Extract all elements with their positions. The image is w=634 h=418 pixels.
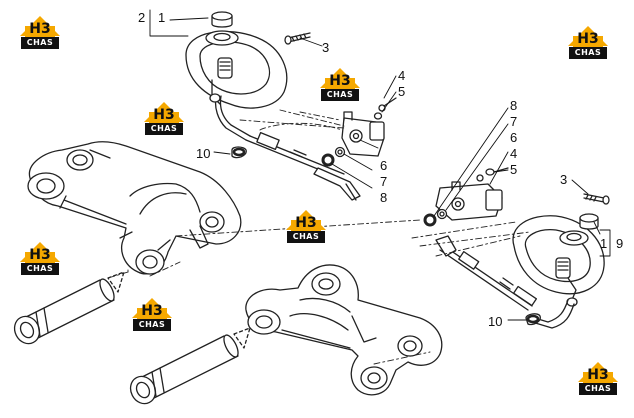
brand-logo-text: CHAS: [145, 123, 183, 135]
nut-left-5: [373, 112, 383, 120]
brand-logo-mark: H3: [329, 73, 351, 89]
brand-logo-text: CHAS: [21, 37, 59, 49]
brand-logo-mark: H3: [29, 21, 51, 37]
callout-4-left: 4: [398, 68, 405, 83]
callout-6-left: 6: [380, 158, 387, 173]
linkage-rod-right: [435, 235, 538, 311]
clip-right-10: [525, 313, 541, 326]
pivot-pin-left: [13, 271, 125, 345]
brand-logo: H3 CHAS: [142, 100, 186, 138]
oring-right-8: [423, 213, 437, 227]
sensor-module-left: [341, 111, 385, 157]
ring-left-7: [334, 146, 346, 158]
lift-arm-right: [245, 264, 443, 396]
oring-left-8: [321, 153, 335, 167]
brand-logo: H3 CHAS: [566, 24, 610, 62]
brand-logo-mark: H3: [141, 303, 163, 319]
callout-7-left: 7: [380, 174, 387, 189]
cap-right: [579, 213, 599, 230]
brand-logo: H3 CHAS: [18, 14, 62, 52]
callout-2-left: 2: [138, 10, 145, 25]
brand-logo: H3 CHAS: [284, 208, 328, 246]
sensor-housing-right: [512, 215, 605, 329]
lift-arm-left: [27, 141, 242, 275]
sensor-housing-left: [185, 30, 288, 141]
ring-right-7: [436, 208, 448, 220]
brand-logo: H3 CHAS: [18, 240, 62, 278]
brand-logo-text: CHAS: [21, 263, 59, 275]
brand-logo-text: CHAS: [321, 89, 359, 101]
callout-numbers: 2 1 3 4 5 6 7 8 10 8 7 6 4 5 3 1 9 10: [138, 10, 623, 329]
guide-lines-right: [373, 221, 531, 365]
callout-5-left: 5: [398, 84, 405, 99]
screw-right-3: [583, 193, 610, 205]
brand-logo-mark: H3: [587, 367, 609, 383]
brand-logo-text: CHAS: [133, 319, 171, 331]
brand-logo: H3 CHAS: [318, 66, 362, 104]
brand-logo-mark: H3: [153, 107, 175, 123]
brand-logo-mark: H3: [577, 31, 599, 47]
callout-1-right: 1: [600, 236, 607, 251]
callout-8-right: 8: [510, 98, 517, 113]
brand-logo: H3 CHAS: [130, 296, 174, 334]
cap-left: [211, 11, 233, 28]
brand-logo-text: CHAS: [569, 47, 607, 59]
brand-logo-text: CHAS: [579, 383, 617, 395]
linkage-rod-left: [245, 131, 361, 201]
washer-right-4: [476, 174, 484, 182]
callout-8-left: 8: [380, 190, 387, 205]
callout-3-left: 3: [322, 40, 329, 55]
callout-9-right: 9: [616, 236, 623, 251]
callout-10-right: 10: [488, 314, 502, 329]
pivot-pin-right: [129, 327, 251, 405]
callout-3-right: 3: [560, 172, 567, 187]
callout-5-right: 5: [510, 162, 517, 177]
screw-left-3: [284, 32, 311, 45]
callout-6-right: 6: [510, 130, 517, 145]
callout-10-left: 10: [196, 146, 210, 161]
brand-logo-mark: H3: [29, 247, 51, 263]
brand-logo-mark: H3: [295, 215, 317, 231]
leader-lines: [149, 9, 611, 321]
clip-left-10: [231, 146, 247, 159]
callout-4-right: 4: [510, 146, 517, 161]
callout-1-left: 1: [158, 10, 165, 25]
brand-logo: H3 CHAS: [576, 360, 620, 398]
sensor-module-right: [435, 181, 503, 221]
brand-logo-text: CHAS: [287, 231, 325, 243]
callout-7-right: 7: [510, 114, 517, 129]
